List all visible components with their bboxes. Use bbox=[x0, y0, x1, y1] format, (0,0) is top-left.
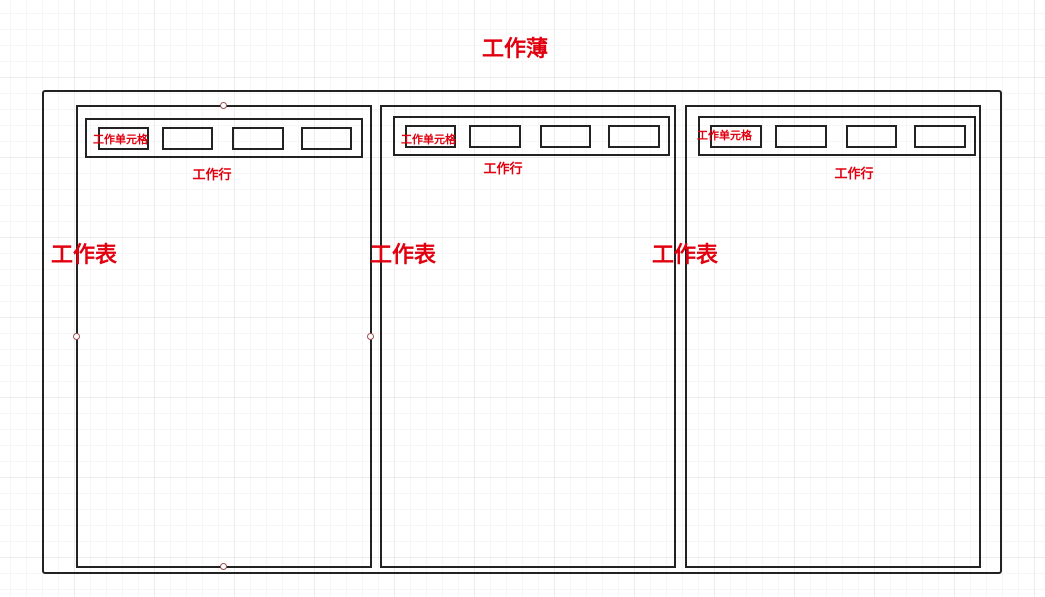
worksheet-label-2: 工作表 bbox=[370, 243, 437, 268]
work-cell-1-4[interactable] bbox=[301, 127, 352, 150]
work-row-2[interactable] bbox=[393, 116, 670, 156]
work-cell-3-4[interactable] bbox=[914, 125, 966, 148]
work-cell-2-3[interactable] bbox=[540, 125, 591, 148]
resize-handle-left[interactable] bbox=[73, 333, 80, 340]
workbook-container[interactable] bbox=[42, 90, 1002, 574]
work-cell-label-3: 工作单元格 bbox=[697, 129, 752, 142]
worksheet-label-1: 工作表 bbox=[51, 243, 118, 268]
work-cell-label-1: 工作单元格 bbox=[93, 133, 148, 146]
work-row-label-2: 工作行 bbox=[483, 162, 523, 177]
work-row-label-3: 工作行 bbox=[834, 167, 874, 182]
resize-handle-bottom[interactable] bbox=[220, 563, 227, 570]
work-cell-3-3[interactable] bbox=[846, 125, 897, 148]
resize-handle-top[interactable] bbox=[220, 102, 227, 109]
work-cell-1-2[interactable] bbox=[162, 127, 213, 150]
work-cell-2-4[interactable] bbox=[608, 125, 660, 148]
work-row-3[interactable] bbox=[698, 116, 976, 156]
work-row-1[interactable] bbox=[85, 118, 363, 158]
resize-handle-right[interactable] bbox=[367, 333, 374, 340]
work-cell-3-1[interactable] bbox=[710, 125, 762, 148]
work-row-label-1: 工作行 bbox=[192, 168, 232, 183]
worksheet-3[interactable] bbox=[685, 105, 981, 568]
work-cell-1-1[interactable] bbox=[98, 127, 149, 150]
work-cell-label-2: 工作单元格 bbox=[401, 133, 456, 146]
work-cell-1-3[interactable] bbox=[232, 127, 284, 150]
work-cell-3-2[interactable] bbox=[775, 125, 827, 148]
worksheet-2[interactable] bbox=[380, 105, 676, 568]
work-cell-2-2[interactable] bbox=[469, 125, 521, 148]
work-cell-2-1[interactable] bbox=[405, 125, 456, 148]
worksheet-label-3: 工作表 bbox=[652, 243, 719, 268]
workbook-title: 工作薄 bbox=[481, 37, 548, 62]
